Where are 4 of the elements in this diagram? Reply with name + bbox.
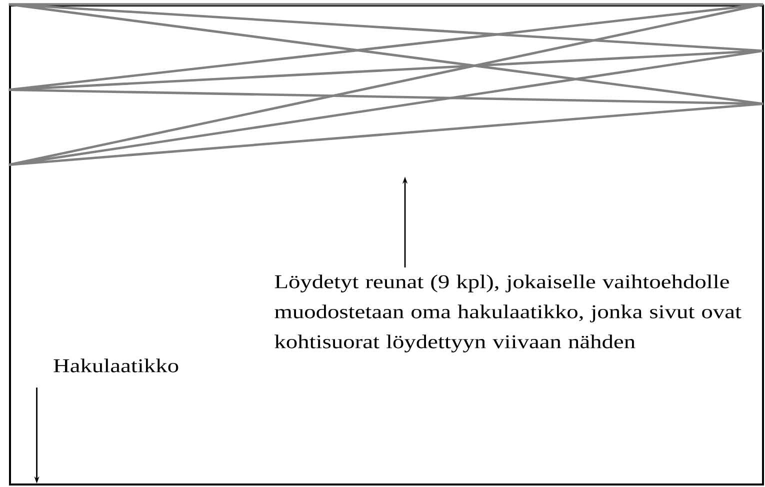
search-box — [9, 4, 764, 486]
found-edges-drawing — [8, 3, 764, 166]
note-text: Löydetyt reunat (9 kpl), jokaiselle vaihtoehdolle muodostetaan oma hakulaatikko, jonka sivut ovat kohtisuorat löydettyyn viivaan nähden — [274, 274, 742, 352]
label-text: Hakulaatikko — [54, 358, 178, 372]
